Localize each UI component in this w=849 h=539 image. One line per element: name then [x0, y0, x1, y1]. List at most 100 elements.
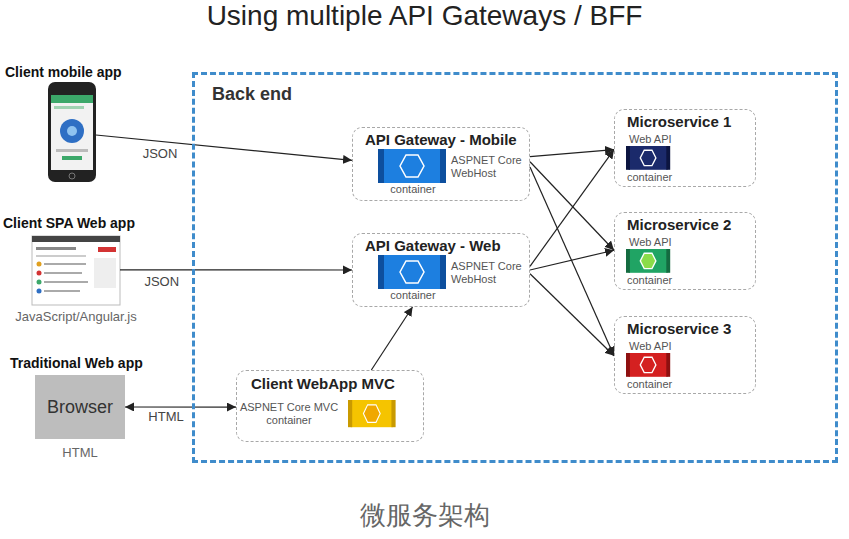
phone-line	[56, 149, 88, 152]
icon-end	[440, 255, 446, 289]
node-title: Client SPA Web app	[3, 215, 135, 232]
icon-body	[382, 149, 442, 183]
icon-end	[378, 255, 384, 289]
icon-body	[629, 353, 668, 377]
node-text: ASPNET Core WebHost	[451, 154, 525, 180]
screenshot-line	[36, 247, 76, 250]
node-text: ASPNET Core WebHost	[451, 260, 525, 286]
screenshot-button	[98, 247, 116, 252]
microservice-box: Microservice 3Web APIcontainer	[614, 316, 756, 394]
client-spa-app: Client SPA Web appJavaScript/Angular.js	[32, 236, 120, 305]
node-title: API Gateway - Web	[365, 237, 501, 255]
node-title: Microservice 2	[627, 216, 731, 234]
node-text: Browser	[35, 396, 125, 418]
phone-illustration	[48, 82, 96, 182]
icon-end	[626, 146, 630, 170]
connector-arrow	[530, 250, 614, 270]
diagram-caption: 微服务架构	[0, 499, 849, 531]
icon-end	[440, 149, 446, 183]
icon-hexagon	[363, 405, 380, 423]
icon-hexagon	[640, 150, 656, 165]
phone-screen	[51, 95, 93, 170]
edge-label: JSON	[141, 146, 180, 161]
microservice-box: Microservice 2 Web API container	[614, 212, 756, 290]
container-icon	[378, 149, 446, 183]
edge-label: JSON	[142, 274, 181, 289]
connector-arrow	[96, 135, 352, 160]
node-text: Web API	[629, 340, 672, 353]
mvc-box: Client WebApp MVC ASPNET Core MVC contain…	[236, 370, 424, 442]
node-text: HTML	[35, 445, 125, 461]
node-text: container	[627, 171, 672, 184]
screenshot-dot	[37, 280, 42, 285]
backend-region: Back endAPI Gateway - MobileASPNET Core …	[192, 72, 838, 463]
connector-arrow	[530, 150, 614, 157]
icon-body	[382, 255, 442, 289]
icon-hexagon	[400, 155, 424, 177]
icon-end	[378, 149, 384, 183]
phone-body	[48, 82, 96, 182]
node-text: container	[383, 183, 443, 196]
icon-hexagon	[640, 253, 656, 268]
phone-home-button	[69, 173, 75, 179]
connector-arrow	[371, 307, 412, 370]
connector-arrow	[530, 162, 614, 250]
browser-box: Traditional Web appBrowserHTML	[35, 375, 125, 439]
node-text: Web API	[629, 133, 672, 146]
node-title: API Gateway - Mobile	[365, 131, 517, 149]
screenshot-panel	[94, 258, 116, 288]
icon-body	[629, 249, 668, 273]
container-icon	[348, 400, 396, 427]
gateway-box: API Gateway - WebASPNET Core WebHost cont…	[352, 233, 530, 307]
screenshot-bar	[32, 236, 120, 242]
node-text: container	[627, 274, 672, 287]
phone-header	[51, 95, 93, 103]
node-text: container	[383, 289, 443, 302]
client-mobile-app: Client mobile app	[48, 82, 96, 182]
phone-button	[62, 156, 82, 160]
icon-body	[629, 146, 668, 170]
icon-end	[348, 400, 352, 427]
screenshot-line	[44, 263, 86, 265]
icon-hexagon	[640, 357, 656, 372]
icon-end	[666, 249, 670, 273]
diagram-title: Using multiple API Gateways / BFF	[0, 0, 849, 32]
screenshot-dot	[37, 289, 42, 294]
screenshot-frame	[32, 236, 120, 305]
container-icon	[378, 255, 446, 289]
screenshot-dot	[37, 271, 42, 276]
node-text: JavaScript/Angular.js	[10, 309, 142, 325]
connector-arrow	[530, 150, 614, 267]
container-icon	[626, 249, 670, 273]
screenshot-line	[36, 255, 86, 257]
node-text: Web API	[629, 236, 672, 249]
phone-line	[54, 106, 84, 109]
container-icon	[626, 146, 670, 170]
icon-end	[626, 353, 630, 377]
node-text: container	[627, 378, 672, 391]
connector-arrow	[530, 274, 614, 356]
icon-end	[666, 146, 670, 170]
phone-graphic	[60, 119, 84, 143]
node-title: Traditional Web app	[10, 355, 143, 372]
icon-body	[351, 400, 393, 427]
edge-label: HTML	[146, 409, 185, 424]
screenshot-line	[44, 281, 88, 283]
screenshot-dot	[37, 262, 42, 267]
container-icon	[626, 353, 670, 377]
connector-arrow	[120, 269, 352, 270]
spa-screenshot	[32, 236, 120, 305]
screenshot-line	[44, 272, 82, 274]
node-text: ASPNET Core MVC container	[237, 401, 341, 427]
connector-arrow	[530, 167, 614, 356]
icon-end	[391, 400, 395, 427]
icon-end	[626, 249, 630, 273]
gateway-box: API Gateway - MobileASPNET Core WebHost c…	[352, 127, 530, 201]
screenshot-line	[44, 290, 80, 292]
connector-arrow	[125, 406, 236, 407]
icon-end	[666, 353, 670, 377]
icon-hexagon	[400, 261, 424, 283]
node-title: Client WebApp MVC	[251, 375, 395, 393]
